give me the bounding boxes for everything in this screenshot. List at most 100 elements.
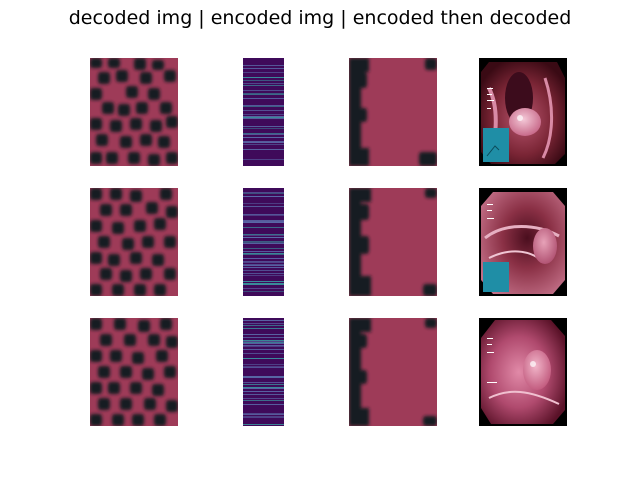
encoding-line [243, 328, 284, 329]
encoding-line [243, 288, 284, 289]
encoding-line [243, 215, 284, 216]
encoding-line [243, 68, 284, 69]
encoding-line [243, 388, 284, 389]
encoding-line [243, 85, 284, 86]
encoding-line [243, 264, 284, 265]
encoding-line [243, 193, 284, 194]
encoding-line [243, 133, 284, 134]
encoding-line [243, 364, 284, 365]
encoding-line [243, 106, 284, 107]
encoding-line [243, 323, 284, 324]
encoding-line [243, 126, 284, 127]
endoscopy-photo-row-2 [479, 188, 567, 296]
encoding-line [243, 149, 284, 150]
encoded-strip-row-3 [243, 318, 284, 426]
encoding-line [243, 227, 284, 228]
encoding-line [243, 110, 284, 111]
encoded-then-decoded-row-3 [349, 318, 437, 426]
encoding-line [243, 93, 284, 94]
encoding-line [243, 341, 284, 342]
encoded-strip-row-2 [243, 188, 284, 296]
encoding-line [243, 262, 284, 263]
encoding-line [243, 196, 284, 197]
encoding-line [243, 345, 284, 346]
encoding-line [243, 118, 284, 119]
encoding-line [243, 291, 284, 292]
encoding-line [243, 80, 284, 81]
encoding-line [243, 159, 284, 160]
encoding-line [243, 284, 284, 285]
encoding-line [243, 237, 284, 238]
encoding-line [243, 251, 284, 252]
encoding-line [243, 340, 284, 341]
encoding-line [243, 376, 284, 377]
encoding-line [243, 206, 284, 207]
decoded-mask-row-1 [90, 58, 178, 166]
encoding-line [243, 105, 284, 106]
encoding-line [243, 222, 284, 223]
encoding-line [243, 243, 284, 244]
encoding-line [243, 349, 284, 350]
encoding-line [243, 414, 284, 415]
encoding-line [243, 320, 284, 321]
encoding-base [243, 58, 284, 166]
encoding-line [243, 346, 284, 347]
encoding-line [243, 265, 284, 266]
encoded-strip-row-1 [243, 58, 284, 166]
encoded-then-decoded-row-1 [349, 58, 437, 166]
encoding-line [243, 377, 284, 378]
encoding-line [243, 270, 284, 271]
encoding-line [243, 141, 284, 142]
encoding-line [243, 65, 284, 66]
encoding-line [243, 267, 284, 268]
figure-title: decoded img | encoded img | encoded then… [68, 7, 572, 29]
encoding-line [243, 342, 284, 343]
encoding-line [243, 248, 284, 249]
encoding-line [243, 366, 284, 367]
encoding-line [243, 128, 284, 129]
encoding-line [243, 391, 284, 392]
encoding-line [243, 134, 284, 135]
encoding-line [243, 337, 284, 338]
encoding-line [243, 214, 284, 215]
encoding-line [243, 281, 284, 282]
encoding-line [243, 235, 284, 236]
encoding-line [243, 253, 284, 254]
encoding-line [243, 114, 284, 115]
endoscopy-photo-row-3 [479, 318, 567, 426]
encoding-line [243, 382, 284, 383]
encoding-line [243, 220, 284, 221]
encoding-line [243, 387, 284, 388]
encoding-line [243, 94, 284, 95]
encoding-line [243, 353, 284, 354]
encoding-line [243, 203, 284, 204]
encoding-line [243, 242, 284, 243]
encoding-line [243, 221, 284, 222]
encoding-line [243, 234, 284, 235]
encoding-line [243, 343, 284, 344]
encoded-then-decoded-row-2 [349, 188, 437, 296]
encoding-line [243, 116, 284, 117]
encoding-line [243, 424, 284, 425]
encoding-line [243, 98, 284, 99]
encoding-line [243, 117, 284, 118]
encoding-line [243, 72, 284, 73]
encoding-line [243, 367, 284, 368]
encoding-line [243, 416, 284, 417]
encoding-line [243, 90, 284, 91]
encoding-line [243, 413, 284, 414]
encoding-line [243, 404, 284, 405]
encoding-line [243, 261, 284, 262]
encoding-line [243, 258, 284, 259]
encoding-base [243, 318, 284, 426]
encoding-line [243, 283, 284, 284]
encoding-line [243, 273, 284, 274]
decoded-mask-row-2 [90, 188, 178, 296]
encoding-line [243, 142, 284, 143]
encoding-line [243, 334, 284, 335]
encoding-line [243, 275, 284, 276]
encoding-line [243, 77, 284, 78]
encoding-line [243, 137, 284, 138]
encoding-line [243, 398, 284, 399]
encoding-line [243, 192, 284, 193]
